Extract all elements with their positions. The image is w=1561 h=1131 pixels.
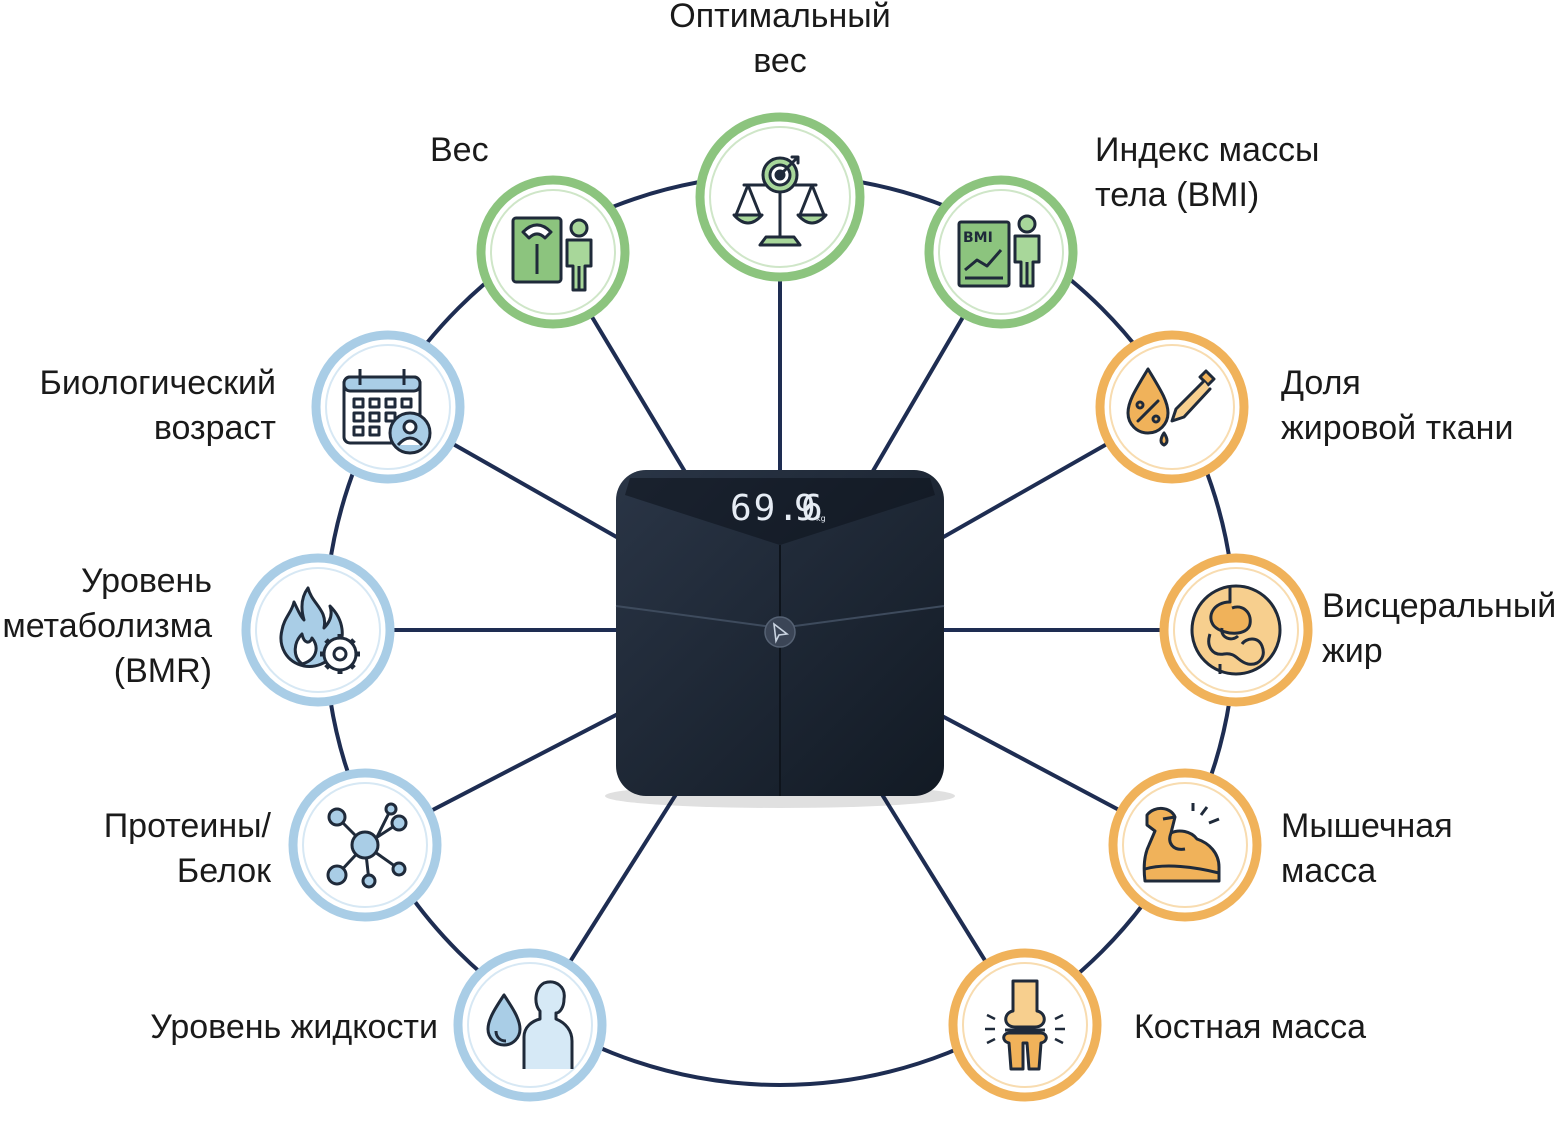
node-protein: [288, 768, 442, 922]
flexed-arm-icon: [1142, 803, 1221, 883]
knee-joint-icon: [985, 979, 1065, 1071]
node-body-fat: [1095, 330, 1249, 484]
scale-display-reading: 69.6: [730, 488, 825, 529]
node-visceral-fat: [1159, 553, 1313, 707]
label-water: Уровень жидкости: [150, 1008, 438, 1046]
scale-display-digit: 9: [794, 488, 816, 529]
scale-top-facet: [625, 478, 935, 545]
node-water: [453, 948, 607, 1102]
scale-logo-button: [764, 616, 796, 648]
node-optimal-weight: [695, 112, 865, 282]
scale-logo-icon: [772, 622, 790, 644]
scale-person-icon: [511, 216, 593, 292]
fat-drop-dropper-icon: [1126, 367, 1216, 447]
node-bmi: BMI: [924, 175, 1078, 329]
intestines-icon: [1190, 584, 1282, 676]
node-bone: [948, 948, 1102, 1102]
scale-seam: [779, 605, 945, 629]
water-drop-body-icon: [486, 980, 574, 1069]
label-bone: Костная масса: [1134, 1008, 1367, 1046]
node-bmr: [241, 553, 395, 707]
node-bio-age: [311, 330, 465, 484]
calendar-person-icon: [342, 369, 432, 455]
scale-display-unit: kg: [816, 514, 826, 523]
label-protein: Протеины/Белок: [103, 807, 271, 890]
scale-seam: [615, 605, 781, 629]
node-muscle: [1108, 768, 1262, 922]
flame-gear-icon: [279, 586, 360, 674]
label-weight: Вес: [430, 131, 489, 169]
smart-scale: 69.6 9 kg: [605, 470, 955, 808]
bmi-icon-text: BMI: [963, 230, 993, 246]
node-weight: [476, 175, 630, 329]
molecule-icon: [326, 802, 408, 889]
balance-target-icon: [732, 155, 828, 247]
bmi-chart-icon: BMI: [957, 214, 1041, 288]
